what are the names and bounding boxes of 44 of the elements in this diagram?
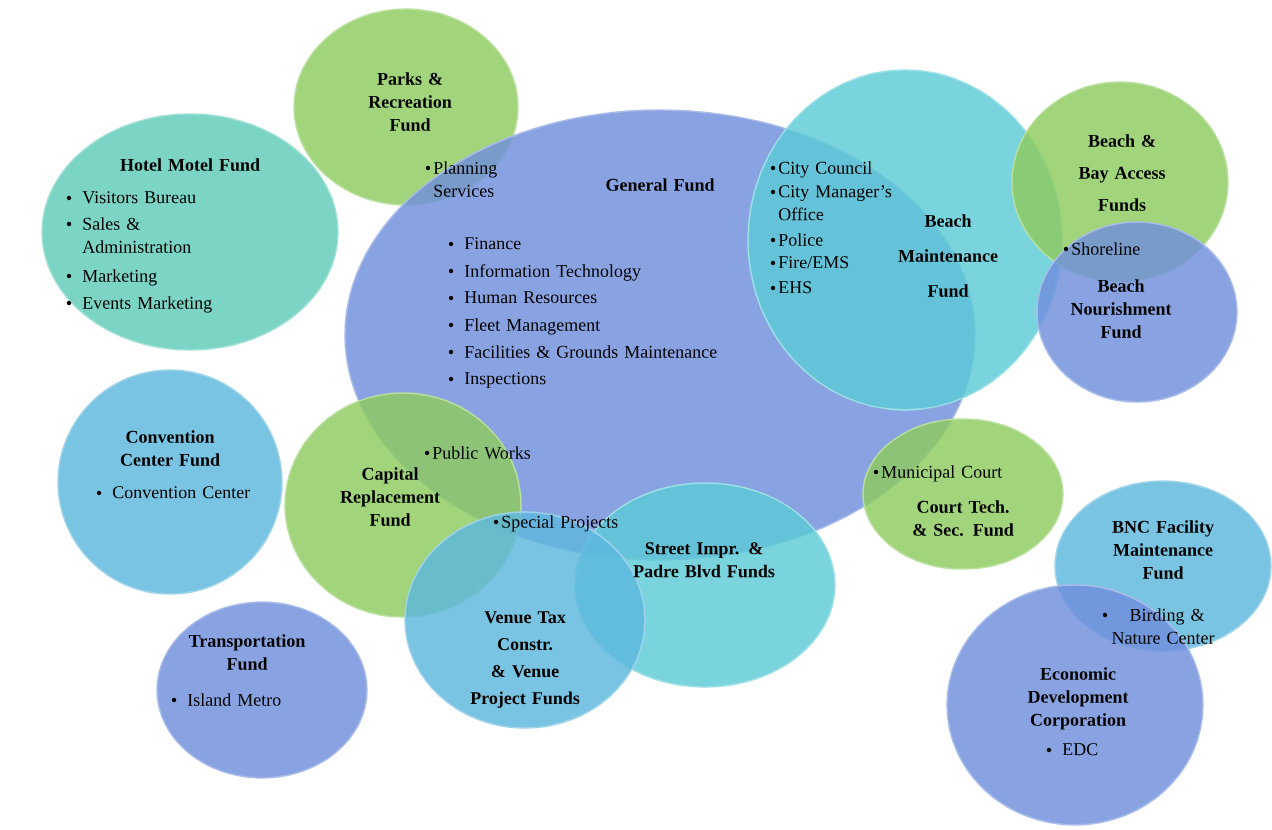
list-item: Sales & Administration: [82, 217, 191, 253]
list-item: Convention Center: [112, 486, 251, 499]
fund-title: BNC Facility Maintenance Fund: [1112, 520, 1214, 579]
list-item: Fire/EMS: [778, 256, 849, 269]
list-item: EHS: [778, 281, 812, 294]
fund-title: General Fund: [606, 178, 715, 191]
list-item: Fleet Management: [464, 318, 601, 335]
fund-title: Beach & Bay Access Funds: [1078, 134, 1166, 211]
fund-circle: [1036, 221, 1238, 403]
fund-title: Beach Maintenance Fund: [898, 214, 998, 297]
list-item: Information Technology: [464, 264, 641, 281]
fund-title: Hotel Motel Fund: [120, 158, 260, 171]
fund-title: Court Tech. & Sec. Fund: [913, 500, 1014, 536]
list-item: City Council: [778, 161, 872, 178]
fund-circle: [862, 418, 1064, 570]
fund-title: Parks & Recreation Fund: [368, 72, 452, 131]
list-item: Human Resources: [464, 291, 597, 304]
fund-circle: [156, 601, 368, 779]
fund-circle: [57, 369, 283, 595]
fund-title: Street Impr. & Padre Blvd Funds: [633, 542, 775, 578]
list-item: Inspections: [464, 372, 546, 388]
list-item: Finance: [464, 237, 521, 250]
list-item: Visitors Bureau: [82, 191, 196, 204]
list-item: Municipal Court: [881, 465, 1003, 482]
fund-title: Transportation Fund: [188, 634, 306, 670]
fund-title: Beach Nourishment Fund: [1070, 279, 1172, 338]
list-item: Shoreline: [1072, 242, 1140, 255]
fund-title: Capital Replacement Fund: [340, 467, 440, 526]
fund-title: Economic Development Corporation: [1027, 667, 1129, 730]
list-item: Events Marketing: [82, 296, 212, 313]
fund-title: Venue Tax Constr. & Venue Project Funds: [470, 611, 580, 708]
list-item: Public Works: [432, 446, 531, 459]
list-item: Special Projects: [502, 515, 618, 532]
list-item: Police: [778, 233, 823, 246]
list-item: Island Metro: [187, 693, 281, 706]
list-item: EDC: [1062, 743, 1098, 756]
list-item: Planning Services: [433, 161, 497, 197]
fund-circle: [41, 113, 339, 351]
list-item: City Manager’s Office: [778, 185, 892, 221]
fund-circle: [293, 8, 519, 206]
list-item: Facilities & Grounds Maintenance: [464, 345, 717, 358]
list-item: Birding & Nature Center: [1112, 608, 1215, 644]
fund-title: Convention Center Fund: [120, 430, 220, 466]
list-item: Marketing: [82, 269, 157, 286]
